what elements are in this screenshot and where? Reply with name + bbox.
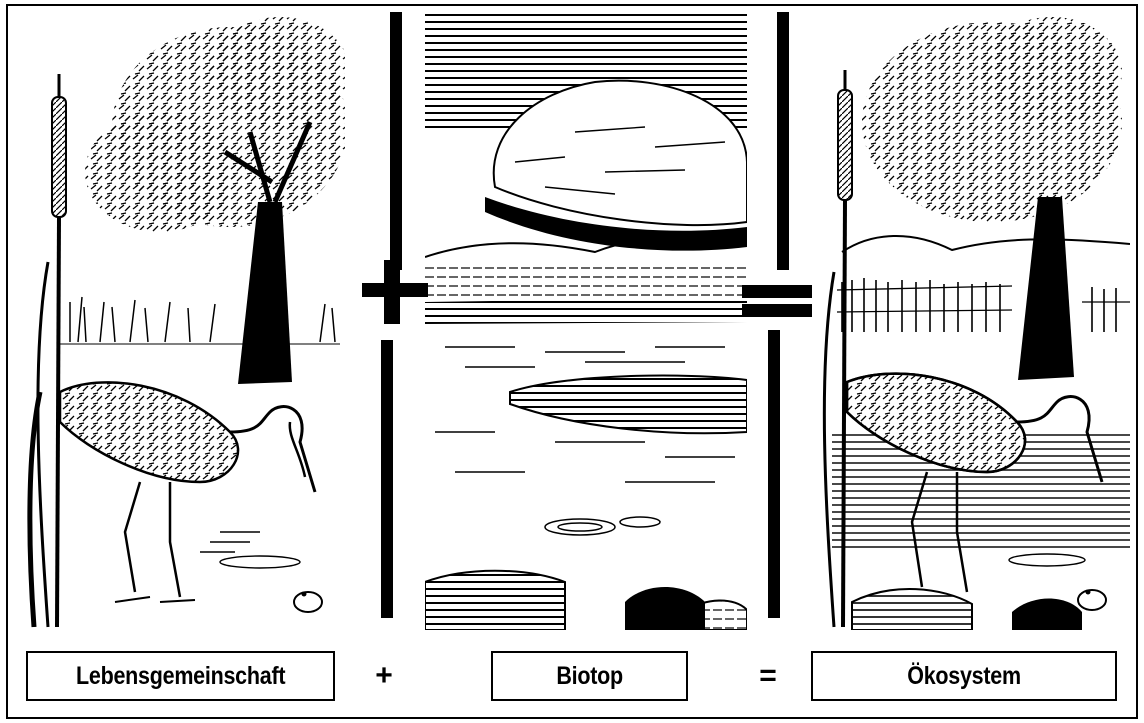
cattail-plant [30,74,66,627]
label-box-community: Lebensgemeinschaft [26,651,335,701]
tree-crown [862,17,1122,222]
stones [852,589,1082,630]
water-ripples [545,517,660,535]
fence [837,278,1130,332]
equals-sign-bottom [742,304,812,317]
label-community: Lebensgemeinschaft [76,662,285,691]
stones [425,571,747,630]
frog [294,592,322,613]
separator-bar-1-lower [381,340,393,618]
ecosystem-illustration [812,12,1130,630]
equals-operator: = [748,654,788,698]
frog [1078,590,1106,611]
plus-sign-vertical [384,260,400,324]
separator-bar-2-lower [768,330,780,618]
plus-operator: + [364,654,404,698]
biotope-illustration [425,12,747,630]
equals-sign-top [742,285,812,298]
separator-bar-1 [390,12,402,270]
label-box-ecosystem: Ökosystem [811,651,1117,701]
tree-trunk [1018,197,1074,380]
island [510,376,747,434]
far-shore [425,297,747,324]
tree-crown [85,17,345,232]
heron-bird [60,382,315,602]
label-box-biotope: Biotop [491,651,688,701]
separator-bar-2 [777,12,789,270]
label-ecosystem: Ökosystem [907,662,1021,691]
label-biotope: Biotop [556,662,623,691]
community-illustration [20,12,345,630]
